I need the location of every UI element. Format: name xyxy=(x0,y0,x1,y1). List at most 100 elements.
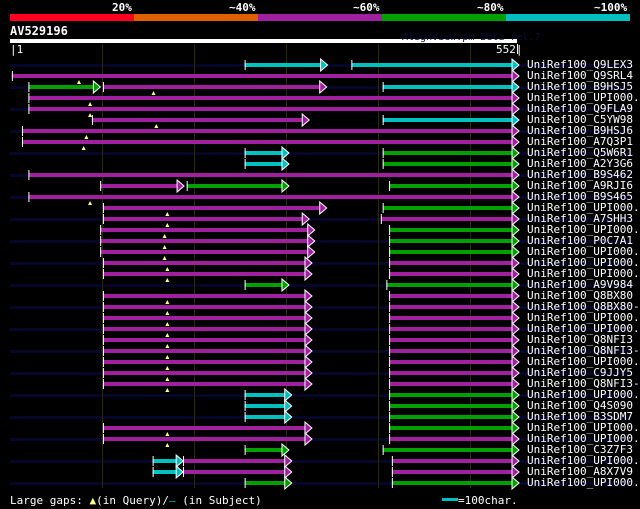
hit-segment xyxy=(100,250,308,254)
hit-label[interactable]: UniRef100_B3SDM7 xyxy=(527,410,633,423)
hit-segment xyxy=(102,426,305,430)
segment-end-arrow-icon xyxy=(511,343,520,359)
segment-start-tick xyxy=(102,357,104,367)
hit-label[interactable]: UniRef100_B9HSJ6 xyxy=(527,124,633,137)
segment-end-arrow-icon xyxy=(511,79,520,95)
segment-start-tick xyxy=(351,60,353,70)
grid-line xyxy=(194,44,195,488)
hit-label[interactable]: UniRef100_UPI000.. xyxy=(527,223,640,236)
hit-label[interactable]: UniRef100_B9HSJ5 xyxy=(527,80,633,93)
hit-label[interactable]: UniRef100_B9S462 xyxy=(527,168,633,181)
hit-label[interactable]: UniRef100_UPI000.. xyxy=(527,91,640,104)
segment-start-tick xyxy=(389,412,391,422)
hit-segment xyxy=(244,448,282,452)
hit-label[interactable]: UniRef100_UPI000.. xyxy=(527,201,640,214)
query-gap-marker-icon xyxy=(165,223,170,227)
segment-start-tick xyxy=(389,357,391,367)
hit-segment xyxy=(28,85,94,89)
segment-start-tick xyxy=(152,467,154,477)
hit-label[interactable]: UniRef100_Q8NFI3-3 xyxy=(527,344,640,357)
hit-label[interactable]: UniRef100_UPI000.. xyxy=(527,256,640,269)
segment-start-tick xyxy=(382,148,384,158)
segment-end-arrow-icon xyxy=(511,167,520,183)
segment-start-tick xyxy=(244,390,246,400)
segment-end-arrow-icon xyxy=(176,178,185,194)
segment-start-tick xyxy=(21,137,23,147)
hit-label[interactable]: UniRef100_Q8BX80 xyxy=(527,289,633,302)
segment-start-tick xyxy=(244,401,246,411)
segment-end-arrow-icon xyxy=(511,354,520,370)
query-gap-marker-icon: ▲ xyxy=(89,494,97,507)
segment-start-tick xyxy=(102,203,104,213)
segment-start-tick xyxy=(100,225,102,235)
segment-end-arrow-icon xyxy=(304,266,313,282)
hit-label[interactable]: UniRef100_UPI000.. xyxy=(527,311,640,324)
segment-end-arrow-icon xyxy=(304,288,313,304)
watermark: AlignView.pm Beta rel.7 xyxy=(402,32,541,43)
segment-start-tick xyxy=(389,390,391,400)
hit-segment xyxy=(102,360,305,364)
hit-label[interactable]: UniRef100_A7Q3P1 xyxy=(527,135,633,148)
hit-label[interactable]: UniRef100_Q8BX80-2 xyxy=(527,300,640,313)
legend-gaps-subject: (in Subject) xyxy=(175,494,262,507)
query-gap-marker-icon xyxy=(165,432,170,436)
query-gap-marker-icon xyxy=(165,443,170,447)
segment-end-arrow-icon xyxy=(511,464,520,480)
hit-label[interactable]: UniRef100_Q8NFI3 xyxy=(527,333,633,346)
segment-end-arrow-icon xyxy=(304,431,313,447)
hit-label[interactable]: UniRef100_UPI000.. xyxy=(527,476,640,489)
segment-start-tick xyxy=(389,434,391,444)
hit-label[interactable]: UniRef100_Q9FLA9 xyxy=(527,102,633,115)
hit-segment xyxy=(389,305,512,309)
hit-label[interactable]: UniRef100_UPI000.. xyxy=(527,432,640,445)
segment-start-tick xyxy=(389,313,391,323)
legend-scale: =100char. xyxy=(458,495,518,506)
hit-label[interactable]: UniRef100_UPI000.. xyxy=(527,355,640,368)
row-stripe xyxy=(10,306,630,309)
hit-label[interactable]: UniRef100_Q5W6R1 xyxy=(527,146,633,159)
identity-label-60: ~60% xyxy=(353,1,380,14)
hit-label[interactable]: UniRef100_UPI000.. xyxy=(527,322,640,335)
hit-label[interactable]: UniRef100_A9RJI6 xyxy=(527,179,633,192)
query-gap-marker-icon xyxy=(162,234,167,238)
hit-label[interactable]: UniRef100_B9S465 xyxy=(527,190,633,203)
hit-segment xyxy=(28,96,513,100)
segment-start-tick xyxy=(244,445,246,455)
hit-label[interactable]: UniRef100_A2Y3G6 xyxy=(527,157,633,170)
hit-label[interactable]: UniRef100_C9JJY5 xyxy=(527,366,633,379)
segment-end-arrow-icon xyxy=(284,464,293,480)
hit-label[interactable]: UniRef100_Q9SRL4 xyxy=(527,69,633,82)
hit-label[interactable]: UniRef100_Q9LEX3 xyxy=(527,58,633,71)
hit-label[interactable]: UniRef100_A7SHH3 xyxy=(527,212,633,225)
hit-label[interactable]: UniRef100_UPI000.. xyxy=(527,454,640,467)
identity-label-100: ~100% xyxy=(594,1,628,14)
hit-label[interactable]: UniRef100_A8X7V9 xyxy=(527,465,633,478)
segment-end-arrow-icon xyxy=(511,255,520,271)
hit-segment xyxy=(182,459,285,463)
hit-label[interactable]: UniRef100_C5YW98 xyxy=(527,113,633,126)
segment-start-tick xyxy=(382,203,384,213)
segment-end-arrow-icon xyxy=(511,387,520,403)
hit-label[interactable]: UniRef100_UPI000.. xyxy=(527,388,640,401)
hit-label[interactable]: UniRef100_UPI000.. xyxy=(527,267,640,280)
hit-label[interactable]: UniRef100_C3Z7F3 xyxy=(527,443,633,456)
hit-segment xyxy=(182,470,285,474)
hit-segment xyxy=(389,371,512,375)
segment-start-tick xyxy=(389,269,391,279)
segment-end-arrow-icon xyxy=(511,145,520,161)
segment-start-tick xyxy=(244,148,246,158)
segment-end-arrow-icon xyxy=(511,288,520,304)
hit-label[interactable]: UniRef100_Q4S090 xyxy=(527,399,633,412)
hit-label[interactable]: UniRef100_UPI000.. xyxy=(527,245,640,258)
segment-end-arrow-icon xyxy=(511,134,520,150)
segment-end-arrow-icon xyxy=(511,398,520,414)
hit-segment xyxy=(382,118,512,122)
hit-label[interactable]: UniRef100_Q8NFI3-2 xyxy=(527,377,640,390)
hit-label[interactable]: UniRef100_UPI000.. xyxy=(527,421,640,434)
hit-segment xyxy=(100,239,308,243)
hit-label[interactable]: UniRef100_P0C7A1 xyxy=(527,234,633,247)
hit-label[interactable]: UniRef100_A9V984 xyxy=(527,278,633,291)
query-gap-marker-icon xyxy=(165,278,170,282)
hit-segment xyxy=(102,206,320,210)
